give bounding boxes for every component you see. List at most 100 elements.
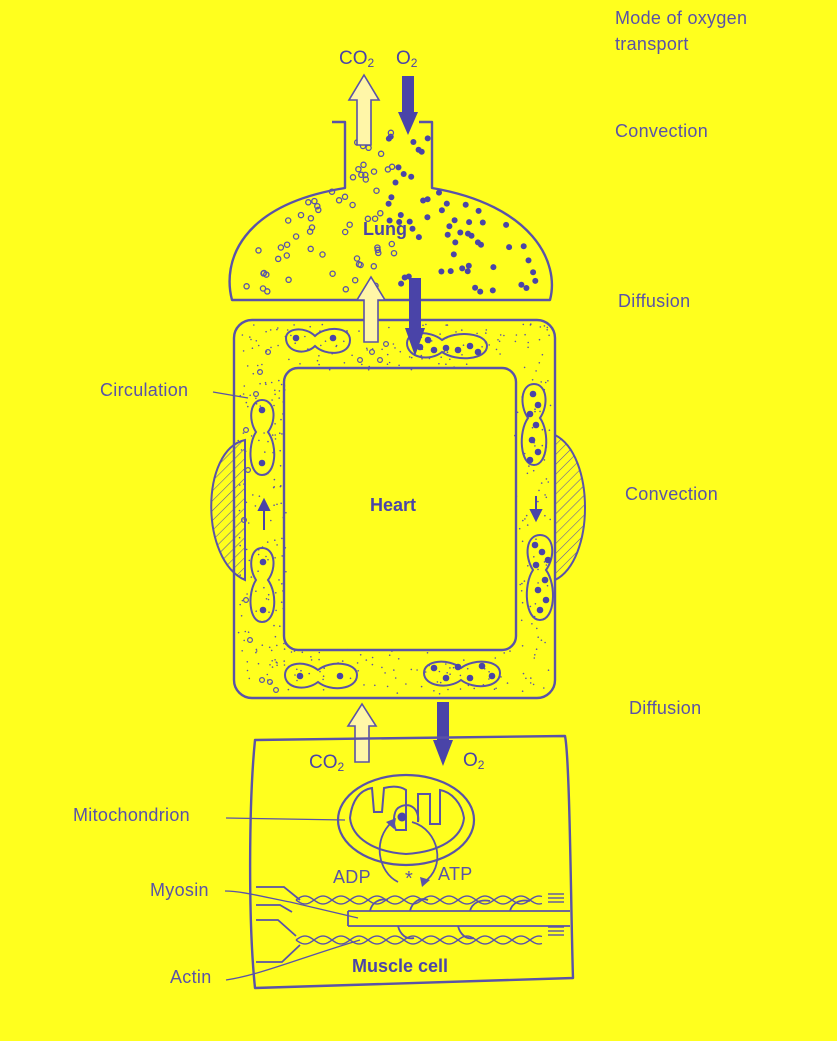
stipple-dot <box>253 373 255 375</box>
stipple-dot <box>239 574 241 576</box>
stipple-dot <box>277 327 279 329</box>
stipple-dot <box>546 497 548 499</box>
stipple-dot <box>546 478 548 480</box>
myosin-label: Myosin <box>150 880 209 901</box>
stipple-dot <box>283 643 285 645</box>
o2-particle <box>465 231 471 237</box>
stipple-dot <box>539 411 541 413</box>
stipple-dot <box>281 433 283 435</box>
oxygen-dot <box>533 562 540 569</box>
stipple-dot <box>366 348 368 350</box>
stipple-dot <box>325 340 327 342</box>
stipple-dot <box>398 658 400 660</box>
stipple-dot <box>265 331 267 333</box>
stipple-dot <box>521 583 523 585</box>
oxygen-dot <box>475 349 482 356</box>
stipple-dot <box>281 583 283 585</box>
co2-particle <box>353 278 358 283</box>
stipple-dot <box>280 419 282 421</box>
stipple-dot <box>550 405 552 407</box>
stipple-dot <box>503 652 505 654</box>
stipple-dot <box>323 667 325 669</box>
stipple-dot <box>263 432 265 434</box>
o2-particle <box>410 226 416 232</box>
stipple-dot <box>238 632 240 634</box>
co2-particle <box>308 216 313 221</box>
stipple-dot <box>393 343 395 345</box>
stipple-dot <box>540 326 542 328</box>
stipple-dot <box>249 678 251 680</box>
stipple-dot <box>366 349 368 351</box>
stipple-dot <box>278 380 280 382</box>
stipple-dot <box>259 495 261 497</box>
stipple-dot <box>285 512 287 514</box>
stipple-dot <box>521 590 523 592</box>
stipple-dot <box>311 659 313 661</box>
stipple-dot <box>538 490 540 492</box>
stipple-dot <box>284 664 286 666</box>
stipple-dot <box>293 324 295 326</box>
muscle-cell-label: Muscle cell <box>352 956 448 977</box>
o2-particle <box>425 135 431 141</box>
stipple-dot <box>407 367 409 369</box>
stipple-dot <box>309 326 311 328</box>
stipple-dot <box>296 680 298 682</box>
stipple-dot <box>271 382 273 384</box>
stipple-dot <box>271 650 273 652</box>
stipple-dot <box>267 559 269 561</box>
co2-particle <box>354 256 359 261</box>
o2-particle <box>386 136 392 142</box>
oxygen-dot <box>479 663 486 670</box>
stipple-dot <box>250 339 252 341</box>
o2-particle <box>393 180 399 186</box>
co2-particle <box>356 167 361 172</box>
o2-particle <box>438 269 444 275</box>
stipple-dot <box>242 334 244 336</box>
o2-particle <box>444 201 450 207</box>
oxygen-dot <box>529 437 536 444</box>
stipple-dot <box>523 324 525 326</box>
stipple-dot <box>531 623 533 625</box>
stipple-dot <box>267 674 269 676</box>
co2-particle <box>308 246 313 251</box>
stipple-dot <box>252 494 254 496</box>
stipple-dot <box>247 670 249 672</box>
stipple-dot <box>372 657 374 659</box>
mode-convection-circulation: Convection <box>625 484 718 505</box>
o2-particle <box>526 257 532 263</box>
stipple-dot <box>273 486 275 488</box>
oxygen-dot <box>467 675 474 682</box>
stipple-dot <box>270 329 272 331</box>
stipple-dot <box>421 686 423 688</box>
oxygen-dot <box>543 597 550 604</box>
oxygen-dot <box>532 542 539 549</box>
stipple-dot <box>366 659 368 661</box>
co2-particle <box>379 151 384 156</box>
stipple-dot <box>381 349 383 351</box>
stipple-dot <box>473 688 475 690</box>
o2-particle <box>452 239 458 245</box>
stipple-dot <box>276 645 278 647</box>
stipple-dot <box>280 465 282 467</box>
stipple-dot <box>267 441 269 443</box>
stipple-dot <box>336 345 338 347</box>
oxygen-dot <box>489 673 496 680</box>
mode-header-line1: Mode of oxygen <box>615 8 747 29</box>
stipple-dot <box>245 451 247 453</box>
stipple-dot <box>516 334 518 336</box>
stipple-dot <box>496 349 498 351</box>
co2-particle <box>286 277 291 282</box>
oxygen-dot <box>455 347 462 354</box>
stipple-dot <box>276 665 278 667</box>
stipple-dot <box>276 329 278 331</box>
co2-arrow-muscle <box>348 704 376 762</box>
stipple-dot <box>283 526 285 528</box>
stipple-dot <box>515 341 517 343</box>
stipple-dot <box>547 585 549 587</box>
stipple-dot <box>318 659 320 661</box>
co2-particle <box>374 188 379 193</box>
stipple-dot <box>535 370 537 372</box>
oxygen-dot <box>443 345 450 352</box>
stipple-dot <box>282 590 284 592</box>
energy-star: * <box>405 868 413 891</box>
